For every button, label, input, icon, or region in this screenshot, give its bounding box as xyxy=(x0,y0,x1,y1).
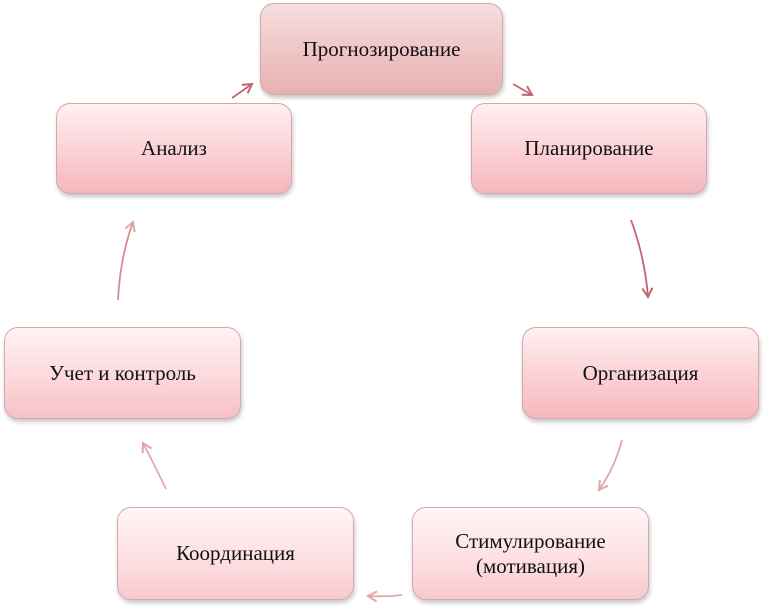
node-analysis: Анализ xyxy=(56,103,292,194)
node-coordination-label: Координация xyxy=(176,541,295,565)
node-accounting-control-label: Учет и контроль xyxy=(49,360,196,385)
node-organization: Организация xyxy=(522,327,759,419)
node-motivation-label: Стимулирование (мотивация) xyxy=(455,528,606,578)
arrow-4-5 xyxy=(141,441,167,490)
node-forecasting: Прогнозирование xyxy=(260,3,503,95)
arrow-1-2 xyxy=(630,219,654,300)
node-forecasting-label: Прогнозирование xyxy=(302,36,461,61)
node-planning: Планирование xyxy=(471,103,707,194)
arrow-6-0 xyxy=(231,82,254,99)
node-coordination: Координация xyxy=(117,507,354,600)
arrow-5-6 xyxy=(117,220,136,301)
arrow-3-4 xyxy=(365,590,403,603)
arrow-2-3 xyxy=(597,439,623,492)
node-planning-label: Планирование xyxy=(524,136,654,160)
node-accounting-control: Учет и контроль xyxy=(4,327,241,419)
node-motivation: Стимулирование (мотивация) xyxy=(412,507,649,600)
node-analysis-label: Анализ xyxy=(141,136,207,160)
arrow-0-1 xyxy=(512,83,534,97)
node-organization-label: Организация xyxy=(582,360,699,385)
